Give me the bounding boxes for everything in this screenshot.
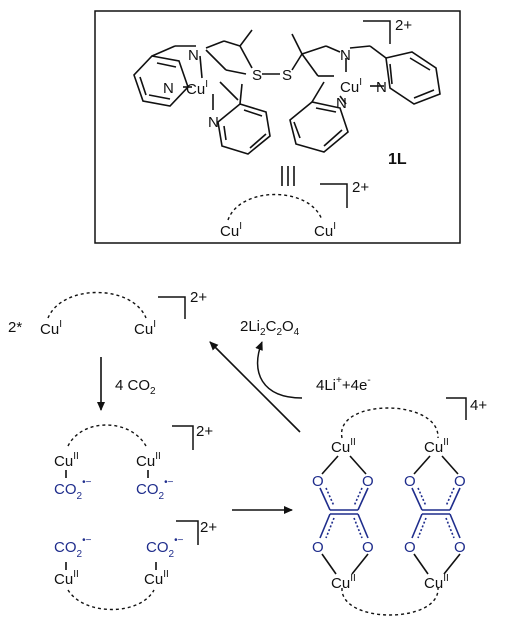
mid-charge-bracket <box>172 425 194 450</box>
n-atom-2: N <box>163 80 174 97</box>
n-atom-3: N <box>208 114 219 131</box>
complex-label: 1L <box>388 151 407 168</box>
low-co2-1: CO2•− <box>54 535 92 560</box>
o-atom: O <box>454 539 466 556</box>
low-co2-2: CO2•− <box>146 535 184 560</box>
complex-frame <box>94 10 461 244</box>
oxalate-right <box>411 455 461 575</box>
simple-charge: 2+ <box>352 179 369 196</box>
start-linker-dashed <box>47 291 147 319</box>
mid-co2-1: CO2•− <box>54 477 92 502</box>
n-atom-1: N <box>188 47 199 64</box>
o-atom: O <box>404 539 416 556</box>
start-cu2: CuI <box>134 319 156 338</box>
ox-cu-tr: CuII <box>424 437 449 456</box>
o-atom: O <box>312 473 324 490</box>
ox-linker-bottom-dashed <box>341 587 439 616</box>
cu-left-label: CuI <box>186 79 208 98</box>
pyridine-ring-right-lower <box>289 101 349 153</box>
equivalence-sign <box>281 166 295 186</box>
cu-right-label: CuI <box>340 77 362 96</box>
ox-charge: 4+ <box>470 397 487 414</box>
low-charge: 2+ <box>200 519 217 536</box>
o-atom: O <box>362 539 374 556</box>
ox-cu-bl: CuII <box>331 573 356 592</box>
start-charge-bracket <box>158 296 186 319</box>
li-reagent: 4Li++4e- <box>316 375 371 394</box>
simple-linker-dashed <box>227 193 323 221</box>
s-atom-1: S <box>252 67 262 84</box>
o-atom: O <box>312 539 324 556</box>
complex-charge-bracket <box>363 20 391 44</box>
arrow-regeneration <box>209 341 301 433</box>
o-atom: O <box>362 473 374 490</box>
simple-charge-bracket <box>320 183 348 208</box>
step1-label: 4 CO2 <box>115 377 156 397</box>
start-cu1: CuI <box>40 319 62 338</box>
mid-co2-2: CO2•− <box>136 477 174 502</box>
simple-cu2: CuI <box>314 221 336 240</box>
arrow-lithium-side <box>255 341 303 399</box>
ox-cu-br: CuII <box>424 573 449 592</box>
simple-cu1: CuI <box>220 221 242 240</box>
start-coefficient: 2* <box>8 319 22 336</box>
s-atom-2: S <box>282 67 292 84</box>
mid-cu1: CuII <box>54 451 79 470</box>
complex-charge: 2+ <box>395 17 412 34</box>
n-atom-6: N <box>336 95 347 112</box>
pyridine-ring-right-upper <box>385 51 441 105</box>
pyridine-ring-left-outer <box>133 55 189 107</box>
oxalate-left <box>319 455 369 575</box>
mid-linker-dashed <box>67 424 147 447</box>
low-charge-bracket <box>176 520 199 545</box>
ox-charge-bracket <box>446 397 467 420</box>
low-cu2: CuII <box>144 569 169 588</box>
n-atom-4: N <box>340 47 351 64</box>
complex-structure <box>133 29 441 155</box>
mid-charge: 2+ <box>196 423 213 440</box>
ox-linker-top-dashed <box>341 407 439 439</box>
low-cu1: CuII <box>54 569 79 588</box>
start-charge: 2+ <box>190 289 207 306</box>
n-atom-5: N <box>376 79 387 96</box>
o-atom: O <box>454 473 466 490</box>
o-atom: O <box>404 473 416 490</box>
pyridine-ring-left-lower <box>217 103 271 155</box>
ox-cu-tl: CuII <box>331 437 356 456</box>
mid-cu2: CuII <box>136 451 161 470</box>
low-linker-dashed <box>67 589 155 611</box>
li-oxalate-product: 2Li2C2O4 <box>240 318 300 338</box>
